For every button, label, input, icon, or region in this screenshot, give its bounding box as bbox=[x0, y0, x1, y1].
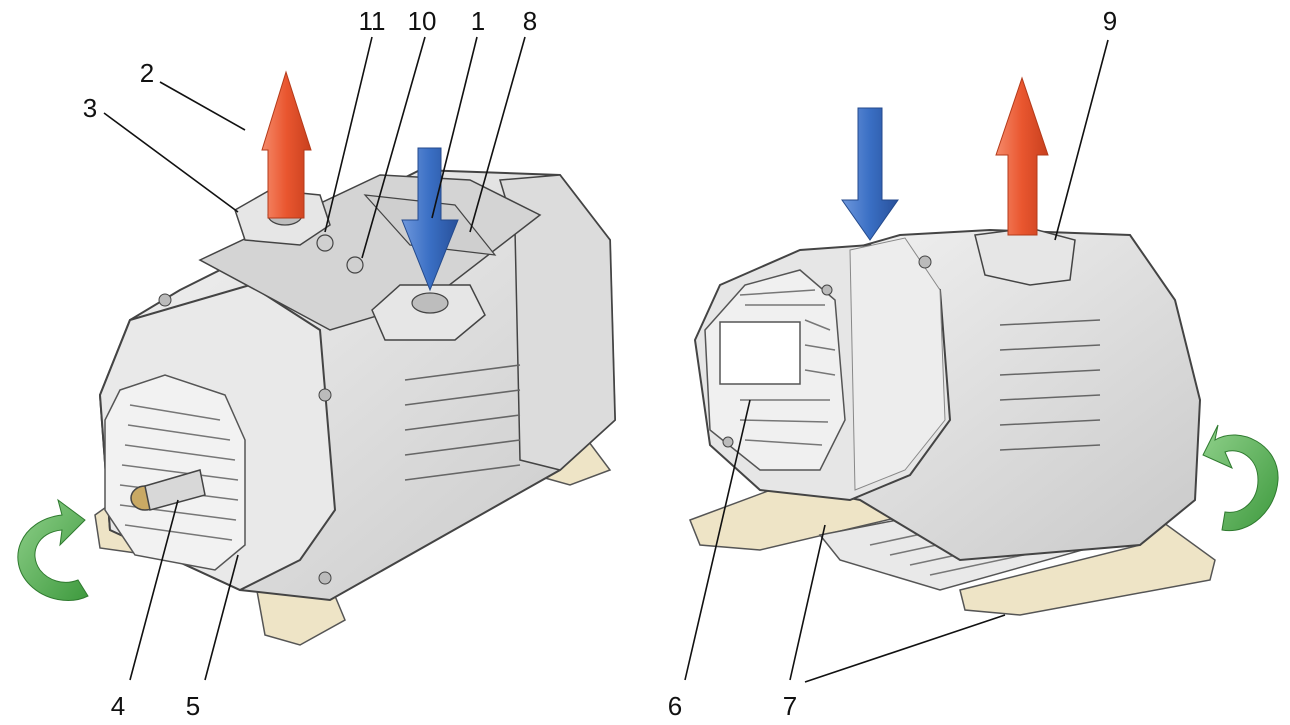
right-outlet-port bbox=[974, 227, 1076, 286]
right-grille-slots bbox=[739, 289, 836, 446]
leader-lines bbox=[103, 36, 1109, 683]
leader-6 bbox=[684, 399, 751, 681]
left-inlet-hole bbox=[411, 292, 449, 314]
leader-10 bbox=[361, 36, 426, 259]
fitting-11 bbox=[316, 234, 334, 252]
callout-2: 2 bbox=[140, 58, 154, 88]
bolt-icon bbox=[918, 255, 932, 269]
callout-5: 5 bbox=[186, 691, 200, 721]
callout-11: 11 bbox=[359, 6, 386, 36]
callout-8: 8 bbox=[523, 6, 537, 36]
outlet-arrow-icon bbox=[261, 70, 312, 219]
leader-3 bbox=[103, 112, 239, 213]
left-pump bbox=[17, 70, 617, 646]
right-pump bbox=[689, 76, 1279, 616]
leader-9 bbox=[1054, 39, 1109, 241]
outlet-arrow-icon bbox=[995, 76, 1049, 236]
callout-10: 10 bbox=[408, 6, 437, 36]
right-cover-texture bbox=[849, 237, 946, 491]
leader-7a bbox=[789, 524, 826, 681]
left-cooling-fins bbox=[404, 364, 521, 481]
bolt-icon bbox=[318, 571, 332, 585]
fitting-10 bbox=[346, 256, 364, 274]
left-shaft bbox=[144, 469, 206, 511]
bolt-icon bbox=[158, 293, 172, 307]
right-grille-opening bbox=[719, 321, 801, 385]
left-rear-cover bbox=[499, 174, 616, 471]
rotation-arrow-icon bbox=[1202, 424, 1279, 532]
inlet-arrow-icon bbox=[401, 147, 459, 292]
callout-6: 6 bbox=[668, 691, 682, 721]
right-cooling-fins bbox=[999, 319, 1101, 451]
leader-7b bbox=[804, 614, 1006, 683]
callout-4: 4 bbox=[111, 691, 125, 721]
leader-1 bbox=[431, 36, 478, 219]
bolt-icon bbox=[722, 436, 734, 448]
leader-11 bbox=[324, 36, 373, 233]
callout-3: 3 bbox=[83, 93, 97, 123]
leader-8 bbox=[469, 36, 526, 233]
callout-9: 9 bbox=[1103, 6, 1117, 36]
callout-7: 7 bbox=[783, 691, 797, 721]
bolt-icon bbox=[821, 284, 833, 296]
leader-4 bbox=[129, 499, 179, 681]
leader-2 bbox=[159, 81, 246, 131]
rotation-arrow-icon bbox=[17, 498, 89, 601]
callout-1: 1 bbox=[471, 6, 485, 36]
inlet-arrow-icon bbox=[841, 107, 899, 241]
leader-5 bbox=[204, 554, 239, 681]
bolt-icon bbox=[318, 388, 332, 402]
callout-labels: 1 2 3 4 5 6 7 8 9 10 11 bbox=[83, 6, 1117, 721]
